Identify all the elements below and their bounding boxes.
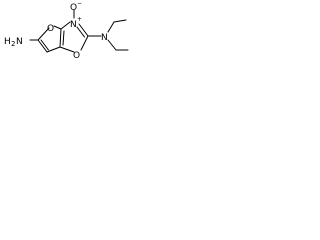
atom-ring-n: N xyxy=(70,20,77,30)
bonds xyxy=(29,9,129,53)
bond-c6a-n3 xyxy=(60,21,71,30)
atom-ring-n-charge: + xyxy=(77,16,82,23)
atom-ring-o2: O xyxy=(73,51,80,61)
bond-n-ethyl1-a xyxy=(107,21,115,33)
bond-c5-c4-double xyxy=(40,39,49,51)
atom-amine-n: N xyxy=(16,37,23,47)
atom-amine-h: H xyxy=(4,37,11,47)
atom-diethyl-n: N xyxy=(101,33,108,43)
bond-c4-c3a xyxy=(46,46,61,53)
bond-n3-c2 xyxy=(78,23,89,37)
atom-labels: H 2 N O N + O − O N xyxy=(4,0,108,61)
atom-ring-o1: O xyxy=(47,24,54,34)
bond-o-c3a xyxy=(59,46,75,53)
atom-n-oxide-o: O xyxy=(70,3,77,13)
bond-c6a-c3a-double xyxy=(62,30,65,46)
bond-c5-o1 xyxy=(37,27,50,41)
bond-c6a-c3a xyxy=(59,28,62,48)
atom-n-oxide-charge: − xyxy=(77,0,82,7)
atom-amine-h-count: 2 xyxy=(11,40,15,48)
bond-n-ethyl2-a xyxy=(107,39,117,51)
chemical-structure: H 2 N O N + O − O N xyxy=(4,0,129,61)
bond-c2-o xyxy=(80,35,89,51)
bond-n-ethyl1-b xyxy=(113,19,127,23)
bond-o1-c6a xyxy=(53,25,62,30)
bond-n3-c2-double xyxy=(76,26,85,38)
bond-c5-c4 xyxy=(37,39,48,53)
